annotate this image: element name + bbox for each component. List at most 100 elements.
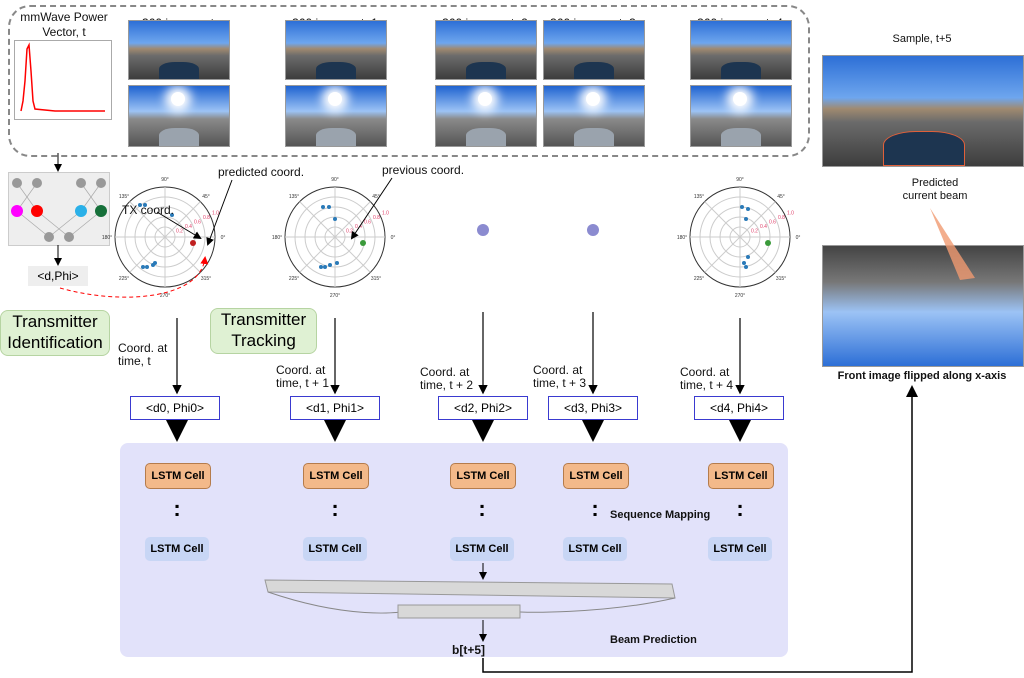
radius-tick: 0.6 bbox=[769, 220, 776, 226]
angle-tick: 135° bbox=[119, 194, 129, 200]
angle-tick: 315° bbox=[776, 276, 786, 282]
dashed-arrow bbox=[59, 256, 209, 298]
transmitter-tracking: Transmitter Tracking bbox=[210, 308, 317, 354]
target-point bbox=[765, 240, 771, 246]
angle-tick: 90° bbox=[161, 177, 169, 183]
radius-tick: 0.4 bbox=[355, 224, 362, 230]
front-image bbox=[435, 20, 537, 80]
ellipsis-icon: : bbox=[173, 496, 181, 521]
coord-box: <d4, Phi4> bbox=[694, 396, 784, 420]
coord-box: <d1, Phi1> bbox=[290, 396, 380, 420]
angle-tick: 270° bbox=[160, 293, 170, 299]
lstm-cell-top: LSTM Cell bbox=[145, 463, 211, 489]
target-point bbox=[360, 240, 366, 246]
radius-tick: 0.6 bbox=[364, 220, 371, 226]
coord-label: Coord. at time, t + 3 bbox=[533, 363, 587, 390]
sample-image bbox=[822, 55, 1024, 167]
data-point bbox=[746, 255, 750, 259]
radius-tick: 1.0 bbox=[382, 211, 389, 217]
tx-coord-label: TX coord. bbox=[122, 203, 175, 217]
front-image bbox=[543, 20, 645, 80]
angle-tick: 180° bbox=[272, 235, 282, 241]
data-point bbox=[321, 205, 325, 209]
angle-tick: 45° bbox=[777, 194, 785, 200]
data-point bbox=[143, 203, 147, 207]
power-vector-title: mmWave Power Vector, t bbox=[20, 10, 108, 39]
sample-title: Sample, t+5 bbox=[892, 33, 952, 45]
angle-tick: 90° bbox=[331, 177, 339, 183]
lstm-cell-top: LSTM Cell bbox=[450, 463, 516, 489]
lstm-cell-bottom: LSTM Cell bbox=[563, 537, 627, 561]
front-image bbox=[128, 20, 230, 80]
prev-arrow bbox=[350, 177, 393, 240]
radius-tick: 0.8 bbox=[778, 215, 785, 221]
polar-plot: 90°45°0°315°270°225°180°135°0.20.40.60.8… bbox=[272, 177, 396, 299]
data-point bbox=[742, 261, 746, 265]
input-group-frame bbox=[8, 5, 810, 157]
ellipsis-icon: : bbox=[331, 496, 339, 521]
angle-tick: 0° bbox=[391, 235, 396, 241]
back-image bbox=[128, 85, 230, 147]
flipped-image bbox=[822, 245, 1024, 367]
data-point bbox=[138, 203, 142, 207]
previous-coord-label: previous coord. bbox=[382, 163, 465, 177]
back-image bbox=[543, 85, 645, 147]
dense-layer bbox=[264, 579, 676, 599]
radius-tick: 0.8 bbox=[203, 215, 210, 221]
polar-plot: 90°45°0°315°270°225°180°135°0.20.40.60.8… bbox=[677, 177, 801, 299]
angle-tick: 270° bbox=[735, 293, 745, 299]
data-point bbox=[170, 213, 174, 217]
data-point bbox=[323, 265, 327, 269]
lstm-cell-bottom: LSTM Cell bbox=[145, 537, 209, 561]
angle-tick: 135° bbox=[289, 194, 299, 200]
beam-shape bbox=[930, 208, 975, 280]
lstm-cell-top: LSTM Cell bbox=[708, 463, 774, 489]
coord-label: Coord. at time, t + 2 bbox=[420, 365, 474, 392]
radius-tick: 0.8 bbox=[373, 215, 380, 221]
coord-box: <d3, Phi3> bbox=[548, 396, 638, 420]
data-point bbox=[740, 205, 744, 209]
sequence-mapping-label: Sequence Mapping bbox=[610, 509, 711, 521]
angle-tick: 225° bbox=[289, 276, 299, 282]
ellipsis-icon: : bbox=[591, 496, 599, 521]
output-layer bbox=[397, 604, 521, 619]
data-point bbox=[744, 217, 748, 221]
back-image bbox=[690, 85, 792, 147]
lstm-cell-top: LSTM Cell bbox=[563, 463, 629, 489]
data-point bbox=[153, 261, 157, 265]
angle-tick: 225° bbox=[694, 276, 704, 282]
radius-tick: 0.4 bbox=[185, 224, 192, 230]
radius-tick: 0.2 bbox=[751, 229, 758, 235]
lstm-cell-bottom: LSTM Cell bbox=[303, 537, 367, 561]
coord-label: Coord. at time, t + 1 bbox=[276, 363, 330, 390]
neural-network-icon bbox=[8, 172, 110, 246]
back-image bbox=[435, 85, 537, 147]
angle-tick: 315° bbox=[201, 276, 211, 282]
radius-tick: 0.2 bbox=[346, 229, 353, 235]
output-arrow bbox=[482, 385, 918, 673]
angle-tick: 180° bbox=[102, 235, 112, 241]
placeholder-dot bbox=[477, 224, 489, 236]
coord-label: Coord. at time, t + 4 bbox=[680, 365, 734, 392]
data-point bbox=[141, 265, 145, 269]
angle-tick: 315° bbox=[371, 276, 381, 282]
data-point bbox=[145, 265, 149, 269]
lstm-cell-bottom: LSTM Cell bbox=[708, 537, 772, 561]
angle-tick: 90° bbox=[736, 177, 744, 183]
target-point bbox=[190, 240, 196, 246]
tx-arrow bbox=[156, 211, 202, 240]
radius-tick: 0.2 bbox=[176, 229, 183, 235]
data-point bbox=[746, 207, 750, 211]
radius-tick: 0.6 bbox=[194, 220, 201, 226]
lstm-cell-top: LSTM Cell bbox=[303, 463, 369, 489]
angle-tick: 0° bbox=[221, 235, 226, 241]
data-point bbox=[744, 265, 748, 269]
coord-label: Coord. at time, t bbox=[118, 341, 168, 368]
back-image bbox=[285, 85, 387, 147]
angle-tick: 180° bbox=[677, 235, 687, 241]
data-point bbox=[328, 263, 332, 267]
ellipsis-icon: : bbox=[478, 496, 486, 521]
